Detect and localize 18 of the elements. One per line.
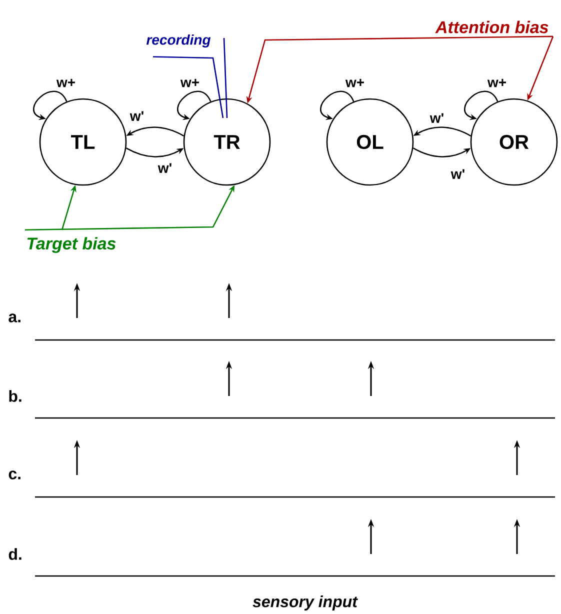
edge-label: w+	[55, 78, 77, 88]
row-label: a.	[8, 314, 20, 322]
edge-label: w'	[428, 112, 446, 124]
edge-label: w'	[156, 162, 174, 174]
edge-label: w+	[179, 78, 201, 88]
row-label: d.	[8, 548, 22, 560]
edge-label: w+	[344, 78, 366, 88]
electrode-line	[223, 38, 228, 118]
electrode-line	[153, 56, 224, 118]
bias-label: Attention bias	[435, 20, 548, 34]
edge-label: w'	[450, 168, 466, 180]
bias-label: Target bias	[27, 237, 116, 253]
axis-label: sensory input	[252, 596, 358, 610]
row-label: b.	[9, 390, 22, 402]
row-label: c.	[8, 470, 20, 480]
edge-label: w+	[486, 78, 508, 88]
edge-label: w'	[128, 110, 146, 122]
bias-label: recording	[146, 34, 211, 48]
